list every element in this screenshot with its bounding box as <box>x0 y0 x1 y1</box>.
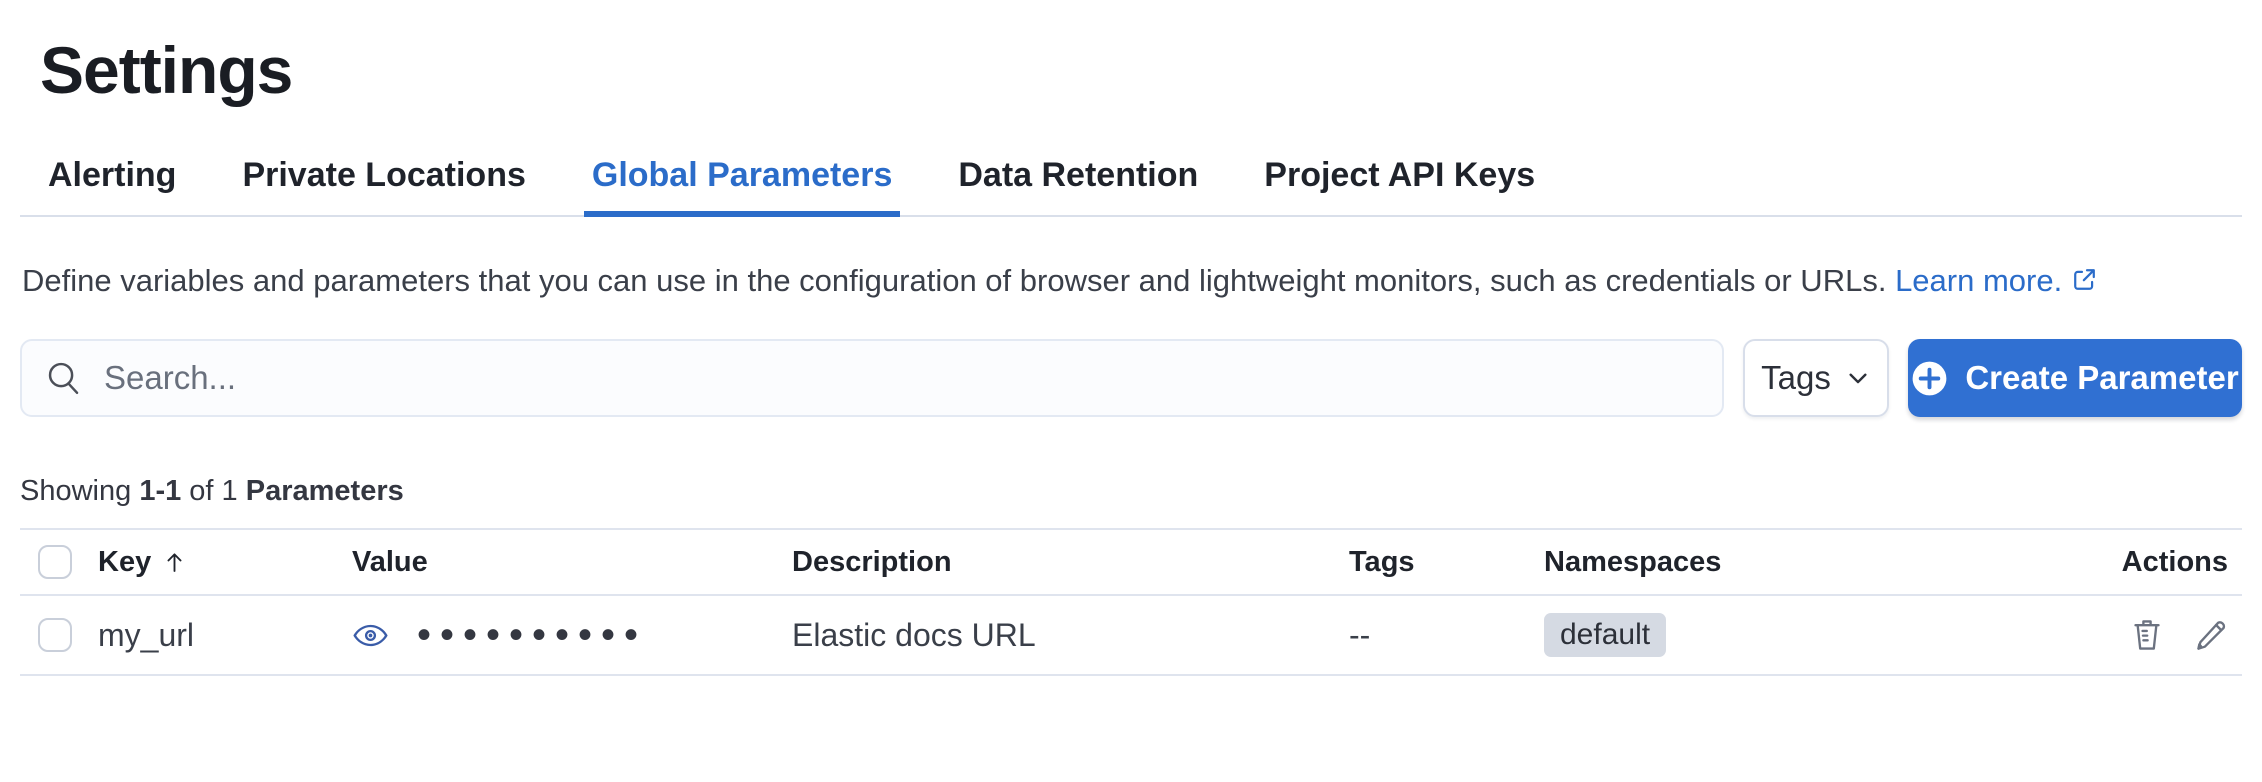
search-input[interactable] <box>104 359 1698 397</box>
tab-private-locations[interactable]: Private Locations <box>242 156 526 194</box>
tags-filter-label: Tags <box>1761 359 1831 396</box>
trash-icon[interactable] <box>2130 618 2164 652</box>
column-header-description: Description <box>792 545 952 578</box>
column-header-namespaces: Namespaces <box>1544 545 1722 578</box>
create-parameter-button[interactable]: Create Parameter <box>1908 339 2242 417</box>
table-row: my_url •••••••••• Elastic docs URL -- de… <box>20 596 2242 676</box>
select-all-checkbox[interactable] <box>38 545 72 579</box>
results-range: 1-1 <box>139 475 182 507</box>
learn-more-link[interactable]: Learn more. <box>1895 263 2098 298</box>
search-icon <box>48 362 79 395</box>
description-text: Define variables and parameters that you… <box>22 263 1887 298</box>
create-parameter-label: Create Parameter <box>1965 359 2239 396</box>
external-link-icon <box>2074 269 2096 290</box>
results-entity: Parameters <box>245 475 404 507</box>
settings-page: Settings Alerting Private Locations Glob… <box>0 28 2262 676</box>
settings-tab-bar: Alerting Private Locations Global Parame… <box>20 146 2242 217</box>
tab-project-api-keys[interactable]: Project API Keys <box>1264 156 1536 194</box>
chevron-down-icon <box>1849 373 1867 384</box>
plus-in-circle-icon <box>1912 361 1947 395</box>
param-key: my_url <box>98 616 195 653</box>
tab-global-parameters[interactable]: Global Parameters <box>583 146 901 217</box>
sort-ascending-icon <box>167 552 182 572</box>
column-header-actions: Actions <box>2121 545 2228 578</box>
namespace-badge: default <box>1544 613 1667 657</box>
toolbar: Tags Create Parameter <box>20 339 2242 417</box>
column-header-value: Value <box>352 545 428 578</box>
tab-data-retention[interactable]: Data Retention <box>958 156 1199 194</box>
column-header-tags: Tags <box>1349 545 1415 578</box>
param-description: Elastic docs URL <box>792 616 1036 653</box>
page-description: Define variables and parameters that you… <box>22 257 2172 305</box>
masked-value: •••••••••• <box>417 613 648 657</box>
pencil-icon[interactable] <box>2194 618 2228 652</box>
table-header-row: Key Value Description Tags Namespaces Ac… <box>20 530 2242 596</box>
search-box <box>20 339 1724 417</box>
param-tags: -- <box>1349 616 1371 653</box>
row-checkbox[interactable] <box>38 618 72 652</box>
tab-alerting[interactable]: Alerting <box>48 156 177 194</box>
tags-filter-button[interactable]: Tags <box>1743 339 1889 417</box>
row-actions <box>2098 618 2242 652</box>
column-header-key[interactable]: Key <box>98 546 352 579</box>
parameters-table: Key Value Description Tags Namespaces Ac… <box>20 528 2242 676</box>
results-summary: Showing 1-1 of 1 Parameters <box>20 475 404 507</box>
param-namespaces: default <box>1544 613 2098 657</box>
eye-icon[interactable] <box>352 617 389 654</box>
param-value-cell: •••••••••• <box>352 615 792 655</box>
page-title: Settings <box>40 33 293 107</box>
